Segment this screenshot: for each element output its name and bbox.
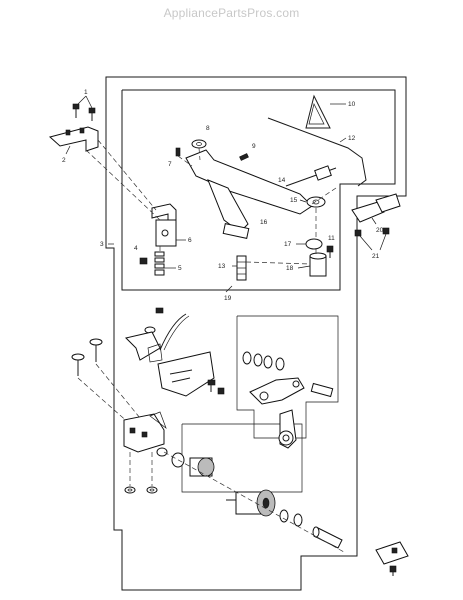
svg-text:19: 19 bbox=[224, 295, 232, 302]
callout-8: 8 bbox=[206, 125, 210, 132]
svg-text:3: 3 bbox=[100, 241, 104, 248]
watermark-text: AppliancePartsPros.com bbox=[163, 6, 300, 20]
svg-text:6: 6 bbox=[188, 237, 192, 244]
svg-text:21: 21 bbox=[372, 253, 380, 260]
long-shaft bbox=[312, 526, 343, 549]
callout-15: 15 bbox=[290, 197, 307, 204]
svg-text:9: 9 bbox=[252, 143, 256, 150]
svg-text:13: 13 bbox=[218, 263, 226, 270]
callout-9: 9 bbox=[252, 143, 256, 150]
main-lever-part-16 bbox=[185, 149, 313, 239]
leader-line bbox=[198, 147, 201, 161]
fork-screw bbox=[207, 379, 216, 392]
bolt-left bbox=[71, 353, 85, 376]
shaft-part-14 bbox=[285, 165, 337, 187]
callout-4: 4 bbox=[134, 245, 138, 252]
svg-text:18: 18 bbox=[286, 265, 294, 272]
spring-part-5 bbox=[154, 251, 165, 276]
callout-3: 3 bbox=[100, 241, 114, 248]
svg-text:14: 14 bbox=[278, 177, 286, 184]
callout-1: 1 bbox=[77, 89, 93, 109]
screw-part-11 bbox=[326, 245, 334, 258]
plate-part-20 bbox=[351, 193, 401, 223]
svg-text:11: 11 bbox=[328, 235, 335, 242]
bracket-part-6 bbox=[151, 203, 177, 247]
callout-11: 11 bbox=[328, 235, 335, 242]
inner-group-box bbox=[121, 89, 396, 291]
callout-13: 13 bbox=[218, 263, 237, 270]
bolt-right bbox=[89, 338, 103, 362]
callout-7: 7 bbox=[168, 161, 172, 168]
fork-lever bbox=[157, 351, 215, 397]
svg-text:20: 20 bbox=[376, 227, 384, 234]
svg-text:4: 4 bbox=[134, 245, 138, 252]
stud-part-13 bbox=[236, 255, 247, 281]
washer-stack bbox=[242, 351, 285, 371]
triangle-wire-part-10 bbox=[305, 94, 331, 129]
svg-text:5: 5 bbox=[178, 265, 182, 272]
leader-line bbox=[177, 155, 193, 167]
bell-crank bbox=[249, 377, 305, 405]
leader-line bbox=[97, 139, 157, 211]
collar-part-8 bbox=[191, 139, 207, 149]
arc-spring bbox=[159, 313, 190, 351]
svg-text:1: 1 bbox=[84, 89, 88, 96]
leader-line bbox=[311, 187, 337, 205]
bracket-plate bbox=[125, 331, 163, 363]
shaft-washers bbox=[279, 509, 303, 527]
callout-19: 19 bbox=[224, 285, 233, 302]
callout-21: 21 bbox=[359, 233, 387, 260]
callout-17: 17 bbox=[284, 241, 306, 248]
callout-6: 6 bbox=[176, 237, 192, 244]
svg-text:7: 7 bbox=[168, 161, 172, 168]
callout-20: 20 bbox=[371, 217, 384, 234]
pivot-pin bbox=[310, 382, 334, 398]
svg-text:2: 2 bbox=[62, 157, 66, 164]
leader-line bbox=[85, 149, 161, 221]
callout-5: 5 bbox=[164, 265, 182, 272]
screw-part-21 bbox=[354, 227, 390, 237]
vertical-lever bbox=[278, 409, 297, 449]
callout-18: 18 bbox=[286, 265, 311, 272]
nut-part-4 bbox=[139, 257, 148, 265]
svg-text:16: 16 bbox=[260, 219, 268, 226]
bottom-plate bbox=[375, 541, 409, 565]
gear-hub bbox=[189, 457, 215, 477]
callout-16: 16 bbox=[260, 219, 268, 226]
svg-text:12: 12 bbox=[348, 135, 356, 142]
shaft-bushing bbox=[156, 447, 185, 468]
wire-rod-part-12 bbox=[267, 117, 367, 187]
outer-assembly-boundary bbox=[105, 76, 407, 591]
base-nut-left bbox=[124, 486, 136, 494]
right-subassembly-box bbox=[236, 315, 339, 439]
lower-subassembly-box bbox=[181, 423, 303, 493]
bushing-part-18 bbox=[309, 252, 327, 277]
callout-12: 12 bbox=[339, 135, 356, 143]
callout-10: 10 bbox=[330, 101, 356, 108]
svg-text:10: 10 bbox=[348, 101, 356, 108]
bracket-part-2 bbox=[48, 126, 99, 152]
shaft-axis-line bbox=[163, 451, 345, 553]
svg-text:15: 15 bbox=[290, 197, 298, 204]
screw-part-7 bbox=[175, 147, 181, 157]
pin-part-9 bbox=[239, 153, 249, 161]
bottom-screw bbox=[389, 565, 397, 576]
washer-part-15 bbox=[306, 196, 326, 208]
leader-line bbox=[245, 261, 311, 265]
main-gear-assembly bbox=[226, 489, 276, 517]
leader-line bbox=[95, 363, 141, 419]
callout-2: 2 bbox=[62, 145, 71, 164]
screw-pair-part-1 bbox=[72, 103, 96, 121]
svg-text:8: 8 bbox=[206, 125, 210, 132]
callout-14: 14 bbox=[278, 177, 286, 184]
svg-text:17: 17 bbox=[284, 241, 292, 248]
small-nut bbox=[217, 387, 225, 395]
leader-line bbox=[77, 377, 131, 425]
small-screw bbox=[155, 307, 164, 314]
base-nut-right bbox=[146, 486, 158, 494]
ring-part-17 bbox=[305, 238, 323, 250]
housing-block bbox=[123, 411, 167, 453]
